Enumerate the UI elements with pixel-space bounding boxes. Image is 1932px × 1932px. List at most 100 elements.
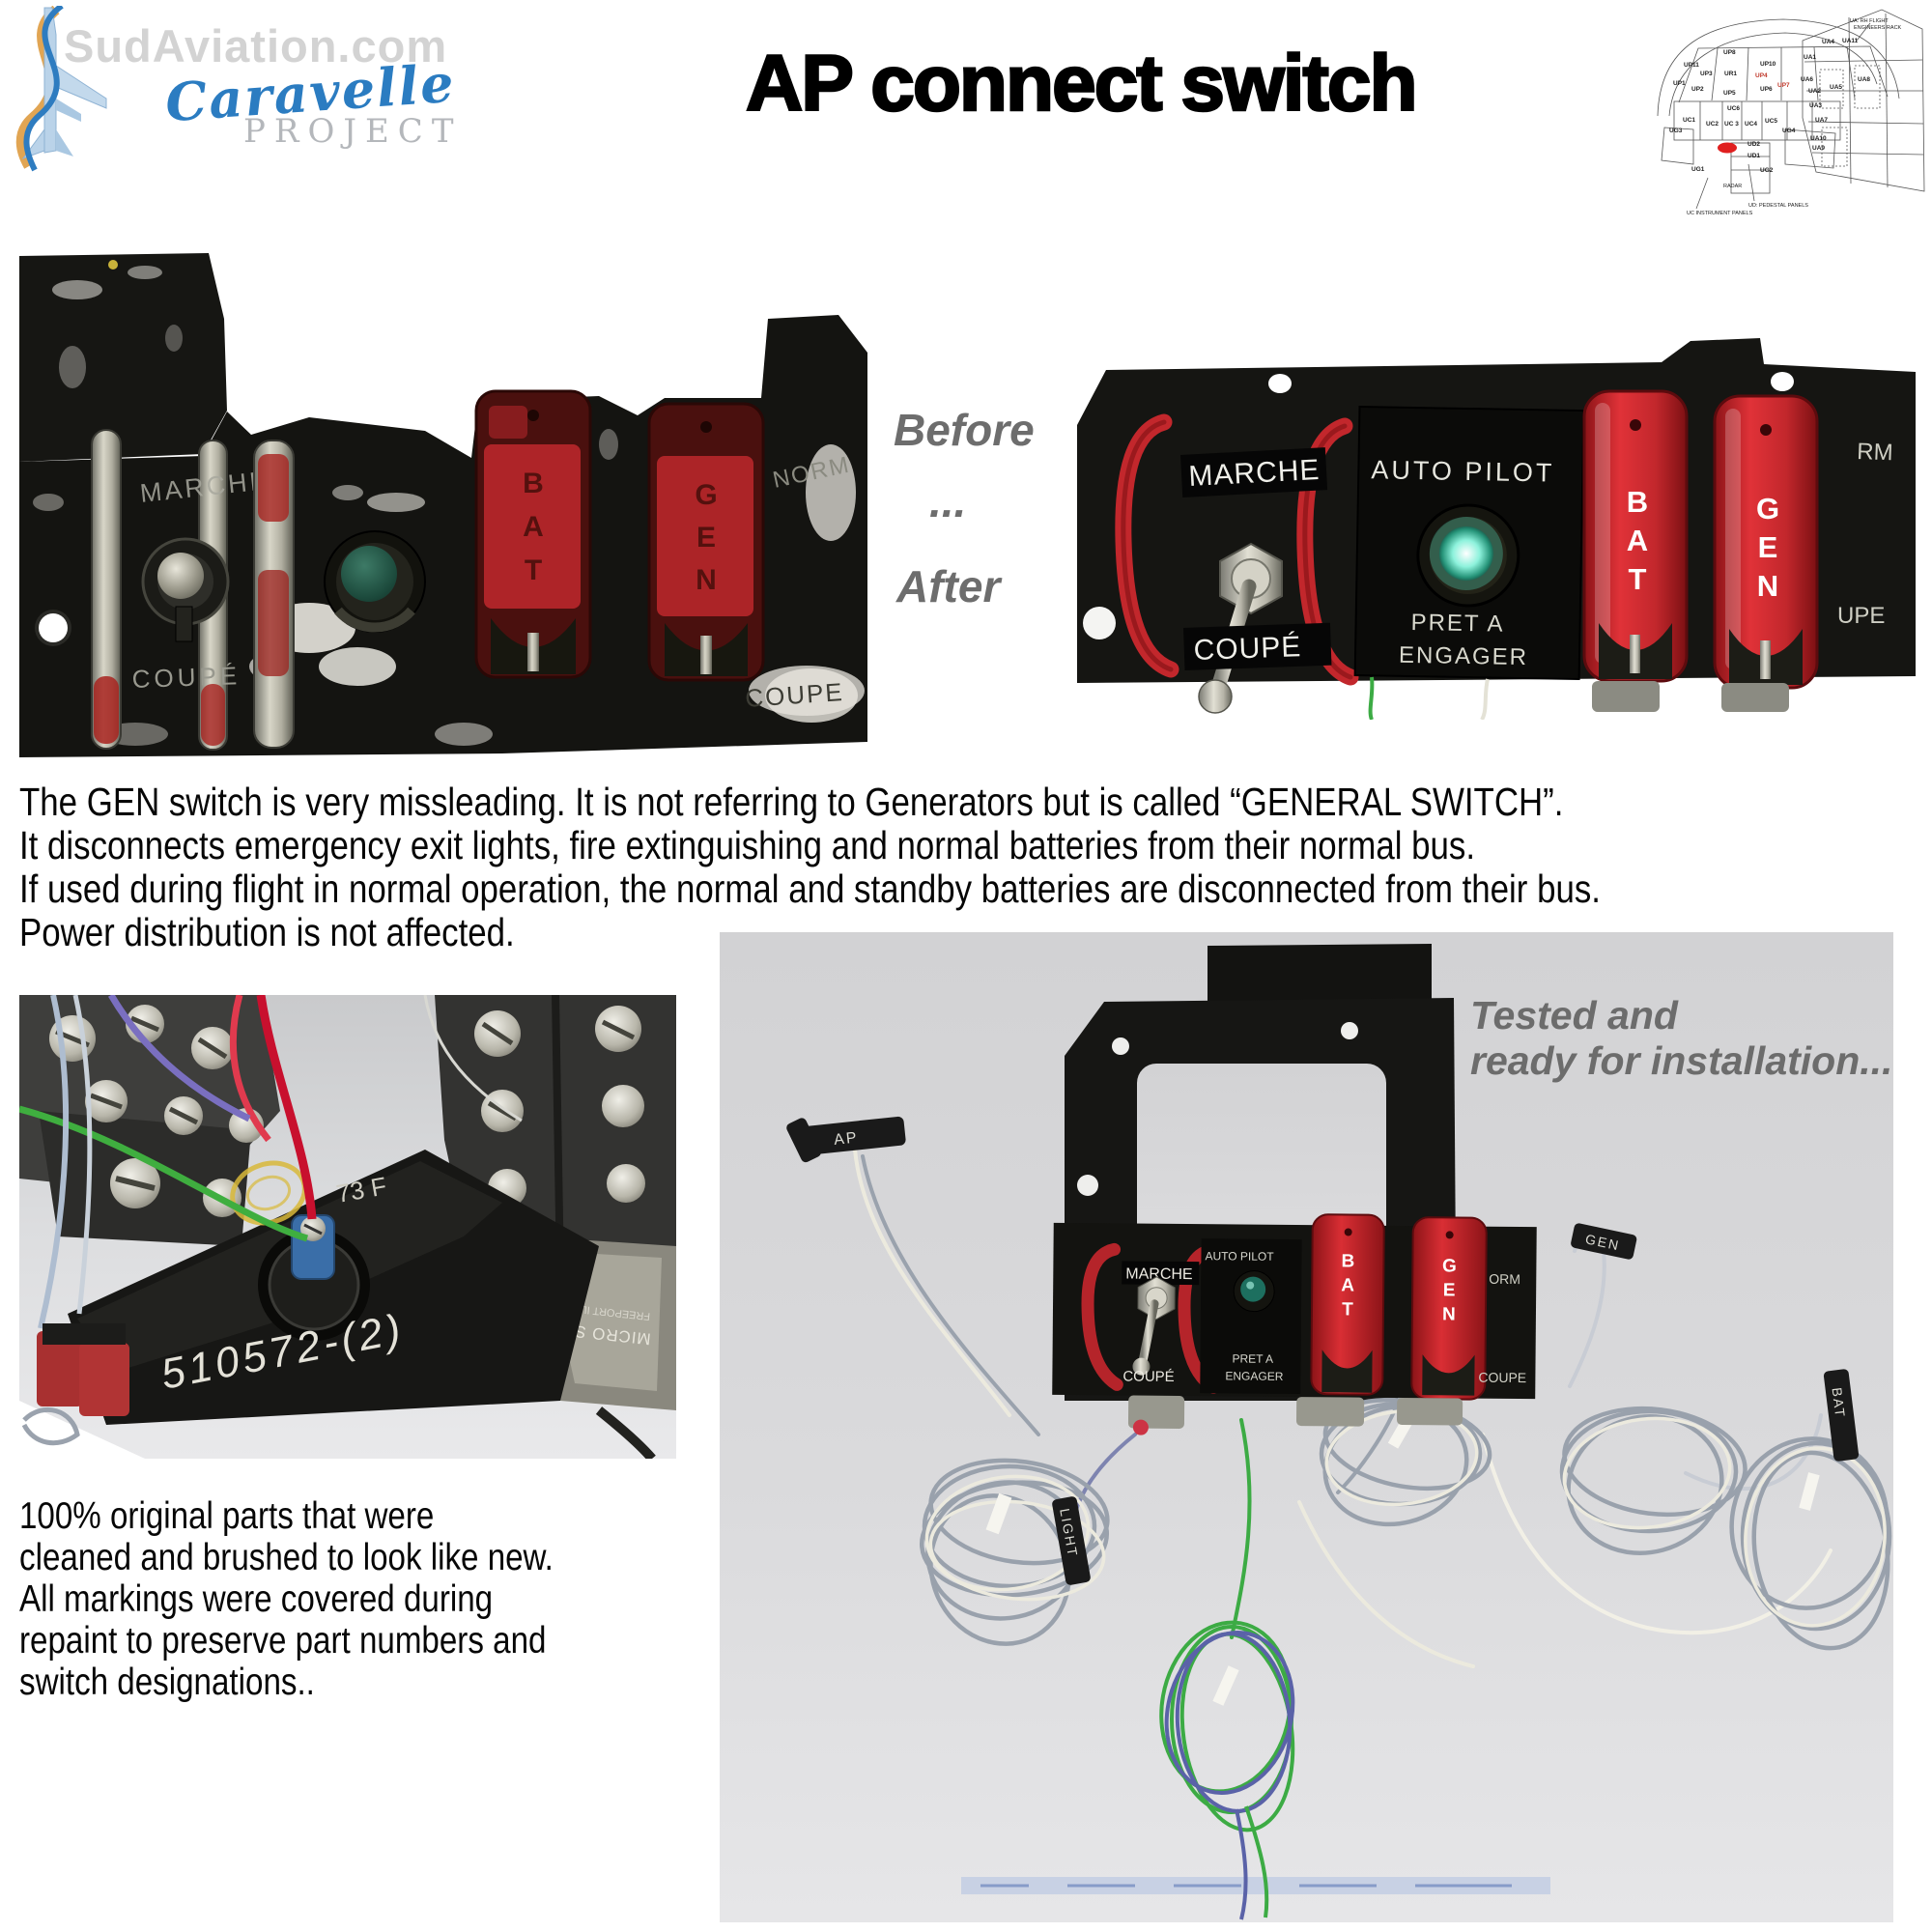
diagram-label: UA10 bbox=[1810, 135, 1827, 142]
diagram-label: UG1 bbox=[1691, 166, 1705, 173]
install-tag-ap: AP bbox=[833, 1129, 859, 1149]
main-paragraph: The GEN switch is very missleading. It i… bbox=[19, 781, 1601, 954]
diagram-label: UC INSTRUMENT PANELS bbox=[1687, 211, 1753, 216]
before-after-dots: ... bbox=[929, 476, 967, 526]
install-gen-letter: N bbox=[1442, 1304, 1456, 1324]
install-tag-bat: BAT bbox=[1830, 1386, 1849, 1419]
install-overlay-text: Tested and ready for installation... bbox=[1470, 993, 1892, 1084]
diagram-label: UA6 bbox=[1801, 76, 1814, 83]
after-gen-letter: E bbox=[1758, 530, 1778, 564]
caption-line: All markings were covered during bbox=[19, 1578, 494, 1620]
diagram-label: UP3 bbox=[1700, 71, 1713, 77]
install-coupe-partial: COUPE bbox=[1478, 1370, 1526, 1385]
diagram-label: UD2 bbox=[1747, 141, 1761, 148]
paragraph-line: Power distribution is not affected. bbox=[19, 910, 515, 954]
diagram-label: UP6 bbox=[1760, 86, 1773, 93]
before-gen-letter: G bbox=[695, 479, 717, 511]
diagram-label: UD1 bbox=[1747, 153, 1761, 159]
install-marche-label: MARCHE bbox=[1125, 1265, 1192, 1283]
diagram-label: UA2 bbox=[1808, 88, 1822, 95]
diagram-label: UP4 bbox=[1755, 72, 1768, 79]
paragraph-line: It disconnects emergency exit lights, fi… bbox=[19, 823, 1476, 867]
diagram-label: UA11 bbox=[1842, 38, 1859, 44]
diagram-label: UR1 bbox=[1724, 71, 1738, 77]
install-gen-letter: G bbox=[1442, 1256, 1457, 1276]
diagram-label: UC 3 bbox=[1724, 121, 1739, 128]
after-marche-label: MARCHE bbox=[1188, 454, 1321, 493]
diagram-label: UP7 bbox=[1777, 82, 1790, 89]
diagram-label: UG3 bbox=[1669, 128, 1683, 134]
diagram-label: UC1 bbox=[1683, 117, 1696, 124]
diagram-label: UA8 bbox=[1858, 76, 1871, 83]
after-coupe-label: COUPÉ bbox=[1193, 631, 1302, 667]
install-bat-letter: B bbox=[1341, 1251, 1354, 1271]
before-bat-letter: A bbox=[523, 511, 544, 543]
diagram-label: UP1 bbox=[1673, 80, 1686, 87]
diagram-label: UA1 bbox=[1804, 54, 1817, 61]
install-coupe-label: COUPÉ bbox=[1122, 1368, 1174, 1384]
after-norm-partial: RM bbox=[1857, 439, 1893, 466]
diagram-label: UC5 bbox=[1765, 118, 1778, 125]
diagram-label: UA5 bbox=[1830, 84, 1843, 91]
diagram-label: UA7 bbox=[1815, 117, 1829, 124]
diagram-label: UP8 bbox=[1723, 49, 1736, 56]
diagram-label: UA: RH FLIGHT bbox=[1850, 18, 1889, 24]
install-bat-letter: T bbox=[1342, 1299, 1353, 1320]
after-auto-pilot-label: AUTO PILOT bbox=[1371, 455, 1555, 487]
before-coupe-label: COUPÉ bbox=[131, 661, 241, 694]
diagram-label: RADAR bbox=[1723, 184, 1743, 189]
after-bat-letter: B bbox=[1627, 485, 1648, 519]
install-overlay-line2: ready for installation... bbox=[1470, 1038, 1893, 1083]
before-gen-letter: E bbox=[696, 522, 716, 554]
install-pret-label: PRET A bbox=[1232, 1351, 1273, 1365]
site-logo: SudAviation.com Caravelle PROJECT bbox=[6, 3, 457, 175]
diagram-label: UC4 bbox=[1745, 121, 1758, 128]
after-coupe-partial: UPE bbox=[1837, 603, 1885, 629]
caption-text: 100% original parts that were cleaned an… bbox=[19, 1495, 554, 1703]
after-gen-letter: G bbox=[1756, 492, 1779, 526]
diagram-label: UC6 bbox=[1727, 105, 1741, 112]
before-gen-letter: N bbox=[696, 564, 717, 596]
logo-site-text: SudAviation.com bbox=[64, 20, 448, 71]
install-bat-letter: A bbox=[1341, 1275, 1354, 1295]
cockpit-diagram-sketch bbox=[1657, 9, 1925, 210]
before-label: Before bbox=[894, 405, 1035, 455]
after-engager-label: ENGAGER bbox=[1399, 642, 1528, 670]
diagram-label: UP11 bbox=[1684, 62, 1699, 69]
after-gen-letter: N bbox=[1757, 569, 1778, 603]
diagram-label: UP10 bbox=[1760, 61, 1776, 68]
caravelle-aircraft-icon bbox=[15, 3, 107, 172]
install-engager-label: ENGAGER bbox=[1225, 1369, 1283, 1383]
diagram-label: UD: PEDESTAL PANELS bbox=[1748, 203, 1808, 209]
before-photo: MARCHE COUPÉ B A T G E N bbox=[19, 251, 869, 763]
diagram-label: UP5 bbox=[1723, 90, 1736, 97]
install-auto-pilot-label: AUTO PILOT bbox=[1205, 1249, 1274, 1264]
caption-line: cleaned and brushed to look like new. bbox=[19, 1537, 554, 1578]
paragraph-line: The GEN switch is very missleading. It i… bbox=[19, 780, 1564, 824]
diagram-label: UA4 bbox=[1822, 39, 1835, 45]
after-bat-letter: A bbox=[1627, 524, 1648, 557]
after-photo: MARCHE COUPÉ AUTO PILOT PRET A ENGAGER B… bbox=[1072, 333, 1918, 722]
caption-line: repaint to preserve part numbers and bbox=[19, 1620, 547, 1662]
before-bat-letter: T bbox=[525, 554, 542, 586]
parts-closeup-photo: MICRO SWITCH FREEPORT ILL. USA 73 F 5105… bbox=[18, 993, 676, 1463]
caption-line: switch designations.. bbox=[19, 1662, 315, 1703]
install-gen-letter: E bbox=[1443, 1280, 1456, 1300]
caption-line: 100% original parts that were bbox=[19, 1495, 435, 1537]
diagram-label: ENGINEERS RACK bbox=[1854, 25, 1902, 31]
paragraph-line: If used during flight in normal operatio… bbox=[19, 867, 1601, 911]
diagram-label: UP2 bbox=[1691, 86, 1704, 93]
install-norm-partial: ORM bbox=[1489, 1271, 1520, 1287]
diagram-label: UG4 bbox=[1782, 128, 1796, 134]
after-label: After bbox=[896, 561, 1001, 611]
logo-project-text: PROJECT bbox=[243, 112, 463, 151]
diagram-label: UG2 bbox=[1760, 167, 1774, 174]
after-pret-label: PRET A bbox=[1410, 610, 1504, 638]
page-title: AP connect switch bbox=[745, 39, 1419, 129]
before-coupe-right-label: COUPE bbox=[744, 677, 844, 713]
before-bat-letter: B bbox=[523, 468, 544, 499]
diagram-label: UA3 bbox=[1809, 102, 1823, 109]
install-overlay-line1: Tested and bbox=[1470, 993, 1678, 1037]
